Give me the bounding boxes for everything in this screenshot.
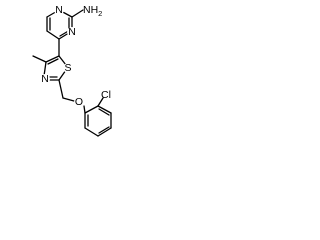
chlorophenyl-ring [84, 97, 112, 137]
bond-ar-6-double [98, 108, 110, 116]
bond-ar-3 [84, 127, 99, 137]
bond-ar-4 [97, 127, 112, 137]
atom-n1: N [55, 4, 63, 16]
bond-c5-c4 [46, 30, 60, 40]
amine-label: NH [83, 4, 98, 16]
atom-oxygen: O [75, 96, 83, 108]
atom-labels: N NH2 S N O Cl [40, 4, 111, 108]
bond-c2-nh2 [71, 9, 84, 18]
bond-c5-c4-thiazole-double [47, 58, 59, 65]
amine-subscript: 2 [98, 9, 102, 18]
pyrimidine-ring [46, 9, 84, 40]
bond-ar-4-double [98, 126, 110, 134]
bond-ar-1 [84, 105, 99, 114]
bond-c2-ch2 [58, 79, 64, 99]
bond-n-c4 [43, 61, 47, 77]
bond-ar-6 [97, 105, 112, 114]
atom-thiazole-nitrogen: N [41, 73, 49, 85]
bond-ch2-o [62, 97, 75, 102]
chemical-structure-diagram: N NH2 S N O Cl N [0, 0, 125, 157]
atom-chlorine: Cl [101, 89, 111, 101]
atom-sulfur: S [64, 62, 71, 74]
molecule-drawing: N NH2 S N O Cl N [32, 4, 112, 137]
bond-o-aryl [83, 105, 86, 114]
thiazole-ring [32, 55, 67, 81]
bond-c5-c4-thiazole [45, 55, 60, 63]
bond-c5-s [58, 55, 67, 66]
atom-n3: N [68, 26, 76, 38]
atom-amine: NH2 [83, 4, 102, 18]
bond-c4-methyl [32, 55, 47, 63]
bond-ar-cl [97, 97, 104, 107]
